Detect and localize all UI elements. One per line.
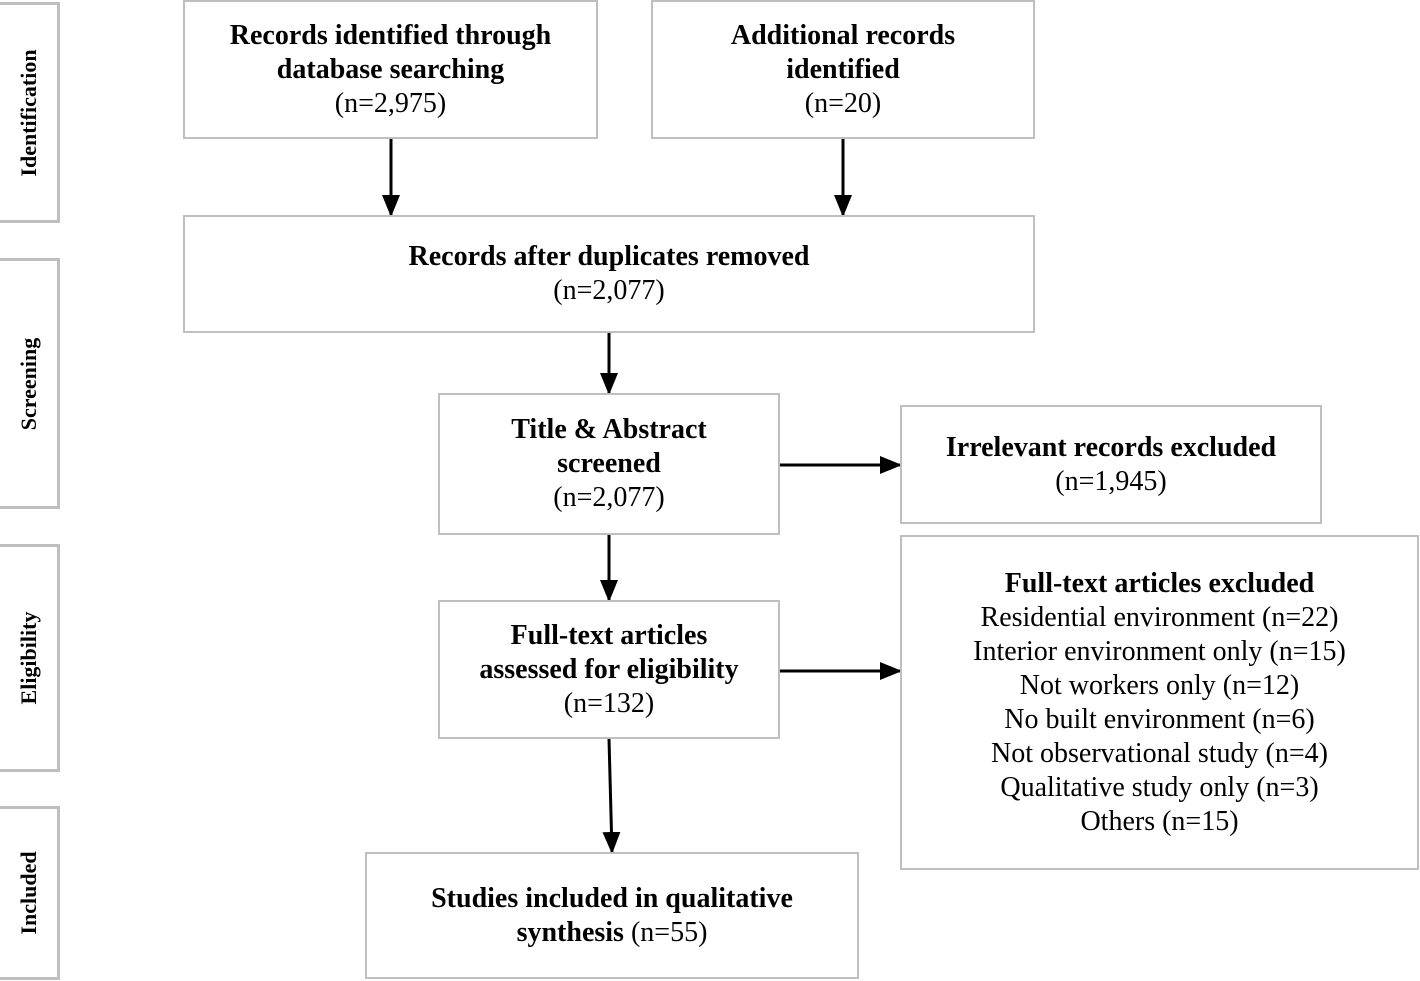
exclusion-reason: Not workers only (n=12) xyxy=(1019,669,1300,701)
full-text-assessed-box: Full-text articles assessed for eligibil… xyxy=(438,600,780,739)
included-studies-synthesis: synthesis xyxy=(516,916,624,948)
database-records-count: (n=2,975) xyxy=(334,87,447,119)
additional-records-box: Additional records identified (n=20) xyxy=(651,0,1035,139)
exclusion-reason: Interior environment only (n=15) xyxy=(973,635,1346,667)
database-records-line1: Records identified through xyxy=(229,19,552,51)
additional-records-line1: Additional records xyxy=(730,19,956,51)
stage-included: Included xyxy=(0,806,60,980)
included-studies-line2: synthesis (n=55) xyxy=(517,916,708,950)
exclusion-reason: Not observational study (n=4) xyxy=(991,737,1328,769)
title-abstract-line1: Title & Abstract xyxy=(511,414,707,445)
after-duplicates-box: Records after duplicates removed (n=2,07… xyxy=(183,215,1035,333)
irrelevant-excluded-box: Irrelevant records excluded (n=1,945) xyxy=(900,405,1322,524)
full-text-excluded-title: Full-text articles excluded xyxy=(1004,567,1315,599)
arrow-fulltext-to-included xyxy=(602,738,621,854)
included-studies-line1: Studies included in qualitative xyxy=(431,882,793,914)
additional-records-line2: identified xyxy=(786,53,900,85)
database-records-line2: database searching xyxy=(276,53,505,85)
included-studies-count: (n=55) xyxy=(630,916,708,948)
stage-screening: Screening xyxy=(0,258,60,509)
full-text-excluded-box: Full-text articles excluded Residential … xyxy=(900,535,1419,870)
title-abstract-line2: screened xyxy=(557,448,661,479)
irrelevant-excluded-line1: Irrelevant records excluded xyxy=(945,431,1277,463)
full-text-assessed-count: (n=132) xyxy=(563,687,655,719)
irrelevant-excluded-count: (n=1,945) xyxy=(1055,465,1167,497)
included-studies-box: Studies included in qualitative synthesi… xyxy=(365,852,859,979)
additional-records-count: (n=20) xyxy=(804,87,882,119)
title-abstract-box: Title & Abstract screened (n=2,077) xyxy=(438,393,780,535)
after-duplicates-line1: Records after duplicates removed xyxy=(408,241,810,272)
full-text-assessed-line2: assessed for eligibility xyxy=(479,653,739,685)
exclusion-reason: Qualitative study only (n=3) xyxy=(1000,771,1319,803)
exclusion-reason: Residential environment (n=22) xyxy=(980,601,1339,633)
stage-identification: Identification xyxy=(0,2,60,223)
after-duplicates-count: (n=2,077) xyxy=(553,275,665,306)
stage-eligibility: Eligibility xyxy=(0,544,60,772)
title-abstract-count: (n=2,077) xyxy=(553,482,665,513)
database-records-box: Records identified through database sear… xyxy=(183,0,598,139)
exclusion-reason: No built environment (n=6) xyxy=(1004,703,1315,735)
exclusion-reason: Others (n=15) xyxy=(1080,805,1239,837)
full-text-assessed-line1: Full-text articles xyxy=(510,619,708,651)
